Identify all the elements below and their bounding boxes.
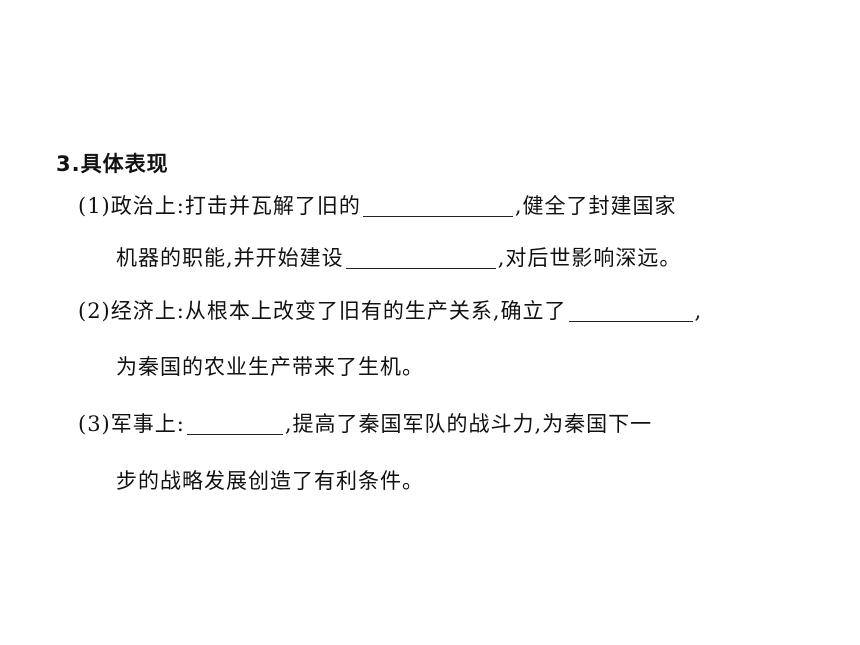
fill-blank-1[interactable]: [362, 194, 513, 217]
fill-blank-4[interactable]: [186, 412, 283, 435]
item-2-line-2: 为秦国的农业生产带来了生机。: [116, 353, 424, 381]
item-2-line-1-text-after: ,: [694, 299, 703, 323]
item-1-line-1-text-after: ,健全了封建国家: [514, 194, 677, 218]
item-3-line-2: 步的战略发展创造了有利条件。: [116, 467, 424, 495]
item-1-line-1-text-before: (1)政治上:打击并瓦解了旧的: [78, 194, 361, 218]
fill-blank-3[interactable]: [568, 299, 693, 322]
item-1-line-2-text-before: 机器的职能,并开始建设: [116, 246, 344, 270]
item-3-line-1: (3)军事上: ,提高了秦国军队的战斗力,为秦国下一: [78, 410, 652, 438]
item-3-line-1-text-before: (3)军事上:: [78, 412, 185, 436]
item-2-line-2-text: 为秦国的农业生产带来了生机。: [116, 355, 424, 379]
section-heading: 3.具体表现: [56, 152, 169, 176]
fill-blank-2[interactable]: [345, 246, 496, 269]
item-2-line-1-text-before: (2)经济上:从根本上改变了旧有的生产关系,确立了: [78, 299, 567, 323]
item-1-line-1: (1)政治上:打击并瓦解了旧的 ,健全了封建国家: [78, 192, 677, 220]
item-1-line-2: 机器的职能,并开始建设 ,对后世影响深远。: [116, 244, 681, 272]
item-3-line-2-text: 步的战略发展创造了有利条件。: [116, 469, 424, 493]
item-2-line-1: (2)经济上:从根本上改变了旧有的生产关系,确立了,: [78, 297, 702, 325]
item-3-line-1-text-after: ,提高了秦国军队的战斗力,为秦国下一: [284, 412, 653, 436]
item-1-line-2-text-after: ,对后世影响深远。: [497, 246, 682, 270]
